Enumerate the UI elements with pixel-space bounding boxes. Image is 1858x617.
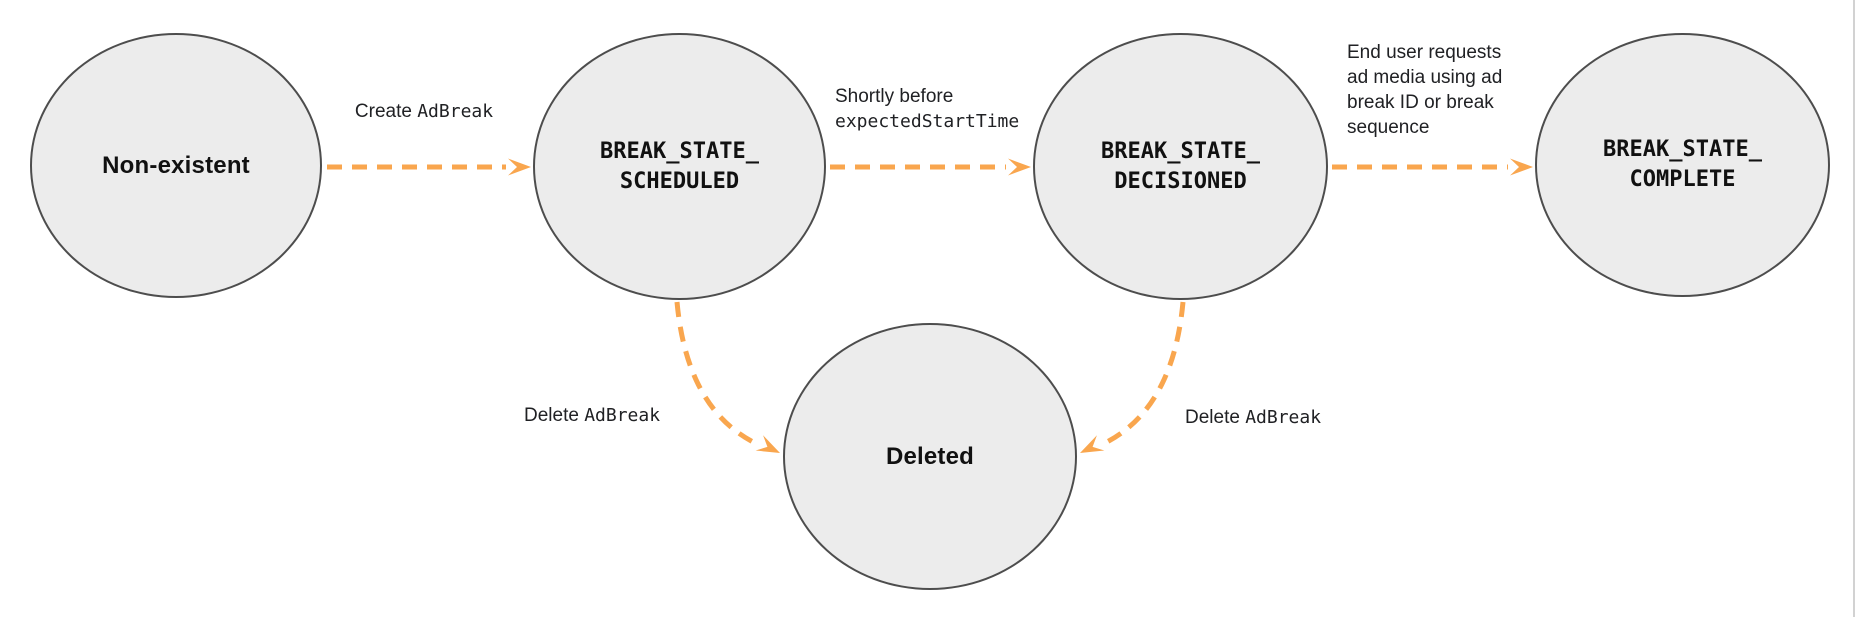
edge-shortly-line2: expectedStartTime bbox=[835, 111, 1020, 132]
edge-delete-left-path bbox=[674, 301, 759, 447]
node-deleted: Deleted bbox=[783, 323, 1077, 590]
node-complete-line1: BREAK_STATE_ bbox=[1603, 137, 1762, 162]
edge-create-plain-text: Create bbox=[354, 101, 412, 122]
node-decisioned-line1: BREAK_STATE_ bbox=[1101, 138, 1260, 164]
edge-delete-right-code-text: AdBreak bbox=[1245, 407, 1322, 428]
node-break-state-complete: BREAK_STATE_ COMPLETE bbox=[1535, 33, 1830, 297]
node-complete-line2: COMPLETE bbox=[1629, 167, 1736, 192]
node-deleted-label: Deleted bbox=[885, 442, 975, 470]
edge-delete-left-arrowhead-icon bbox=[755, 435, 780, 453]
edge-shortly-line1: Shortly before bbox=[835, 86, 954, 107]
edge-delete-right-plain-text: Delete bbox=[1185, 407, 1240, 428]
edge-delete-right-arrowhead-icon bbox=[1080, 435, 1105, 453]
edge-label-create-adbreak: Create AdBreak bbox=[299, 99, 549, 124]
node-break-state-decisioned-label: BREAK_STATE_ DECISIONED bbox=[1101, 137, 1260, 197]
content-divider-line bbox=[1853, 0, 1855, 617]
edge-delete-left-code-text: AdBreak bbox=[584, 405, 661, 426]
node-non-existent-label: Non-existent bbox=[102, 151, 250, 179]
edge-create-arrowhead-icon bbox=[508, 158, 531, 176]
edge-shortly-arrowhead-icon bbox=[1008, 158, 1031, 176]
node-non-existent: Non-existent bbox=[30, 33, 322, 298]
edge-create-code-text: AdBreak bbox=[417, 101, 494, 122]
edge-label-end-user-requests: End user requests ad media using ad brea… bbox=[1347, 40, 1502, 140]
node-decisioned-line2: DECISIONED bbox=[1114, 168, 1247, 194]
edge-delete-right-path bbox=[1101, 301, 1186, 447]
edge-label-delete-adbreak-right: Delete AdBreak bbox=[1185, 405, 1321, 430]
node-scheduled-line1: BREAK_STATE_ bbox=[600, 138, 759, 164]
edge-end-user-arrowhead-icon bbox=[1510, 158, 1533, 176]
edge-end-user-line3: break ID or break bbox=[1347, 92, 1494, 113]
node-break-state-scheduled: BREAK_STATE_ SCHEDULED bbox=[533, 33, 826, 300]
edge-label-shortly-before: Shortly before expectedStartTime bbox=[835, 84, 1019, 134]
node-scheduled-line2: SCHEDULED bbox=[619, 168, 740, 194]
edge-end-user-line2: ad media using ad bbox=[1347, 67, 1503, 88]
node-break-state-complete-label: BREAK_STATE_ COMPLETE bbox=[1603, 135, 1762, 195]
node-break-state-decisioned: BREAK_STATE_ DECISIONED bbox=[1033, 33, 1328, 300]
edge-end-user-line4: sequence bbox=[1347, 117, 1430, 138]
node-break-state-scheduled-label: BREAK_STATE_ SCHEDULED bbox=[600, 137, 759, 197]
edge-label-delete-adbreak-left: Delete AdBreak bbox=[524, 403, 660, 428]
edge-end-user-line1: End user requests bbox=[1347, 42, 1502, 63]
edge-delete-left-plain-text: Delete bbox=[524, 405, 579, 426]
